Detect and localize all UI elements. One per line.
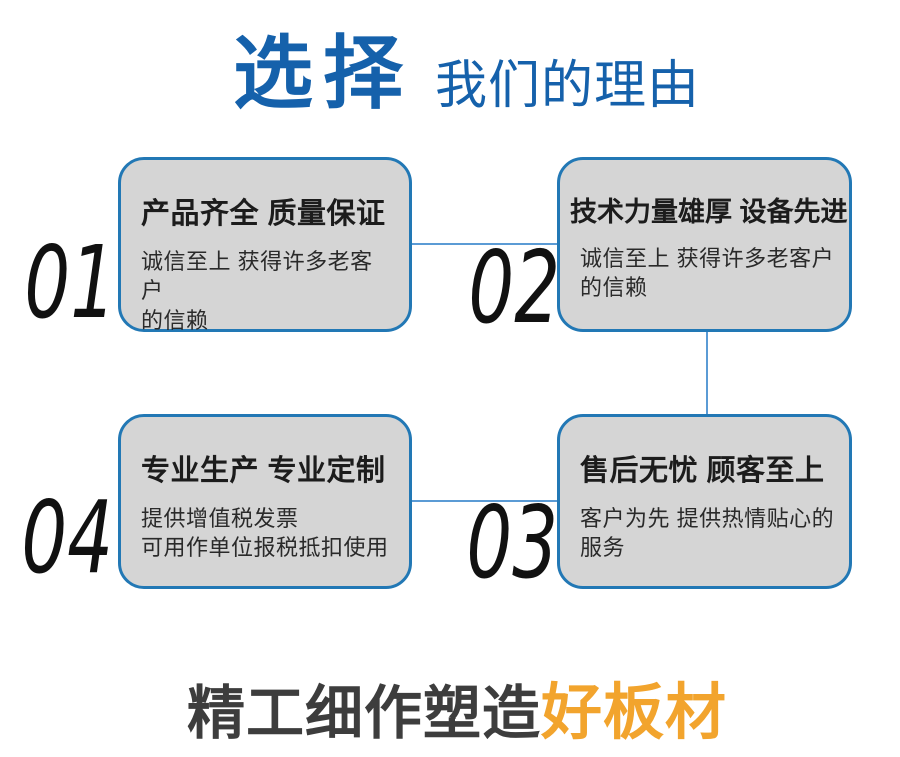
feature-card-2: 技术力量雄厚 设备先进 诚信至上 获得许多老客户 的信赖 xyxy=(557,157,852,332)
connector-line-top xyxy=(410,243,559,245)
feature-card-1-title: 产品齐全 质量保证 xyxy=(141,198,386,230)
connector-line-vertical xyxy=(706,330,708,415)
page-title-emphasis: 选择 xyxy=(233,29,413,118)
feature-card-1-desc: 诚信至上 获得许多老客户 的信赖 xyxy=(141,249,373,333)
feature-card-3: 售后无忧 顾客至上 客户为先 提供热情贴心的 服务 xyxy=(557,414,852,589)
feature-number-2: 02 xyxy=(468,229,560,346)
feature-card-4-title: 专业生产 专业定制 xyxy=(141,455,386,487)
feature-number-4: 04 xyxy=(21,479,114,596)
feature-card-3-desc: 客户为先 提供热情贴心的 服务 xyxy=(580,506,835,561)
feature-card-4: 专业生产 专业定制 提供增值税发票 可用作单位报税抵扣使用 xyxy=(118,414,412,589)
connector-line-bottom xyxy=(410,500,559,502)
feature-card-4-desc: 提供增值税发票 可用作单位报税抵扣使用 xyxy=(141,506,389,561)
footer-tagline: 精工细作塑造 好板材 xyxy=(0,682,900,743)
footer-tagline-dark: 精工细作塑造 xyxy=(186,681,541,746)
feature-number-1: 01 xyxy=(24,224,117,341)
feature-card-1: 产品齐全 质量保证 诚信至上 获得许多老客户 的信赖 xyxy=(118,157,412,333)
page-title: 选择 我们的理由 xyxy=(233,34,700,114)
footer-tagline-accent: 好板材 xyxy=(541,678,728,746)
feature-card-3-title: 售后无忧 顾客至上 xyxy=(580,455,825,487)
feature-card-2-title: 技术力量雄厚 设备先进 xyxy=(570,197,848,227)
page-title-rest: 我们的理由 xyxy=(435,57,701,115)
feature-card-2-desc: 诚信至上 获得许多老客户 的信赖 xyxy=(580,246,835,301)
feature-number-3: 03 xyxy=(466,484,558,601)
